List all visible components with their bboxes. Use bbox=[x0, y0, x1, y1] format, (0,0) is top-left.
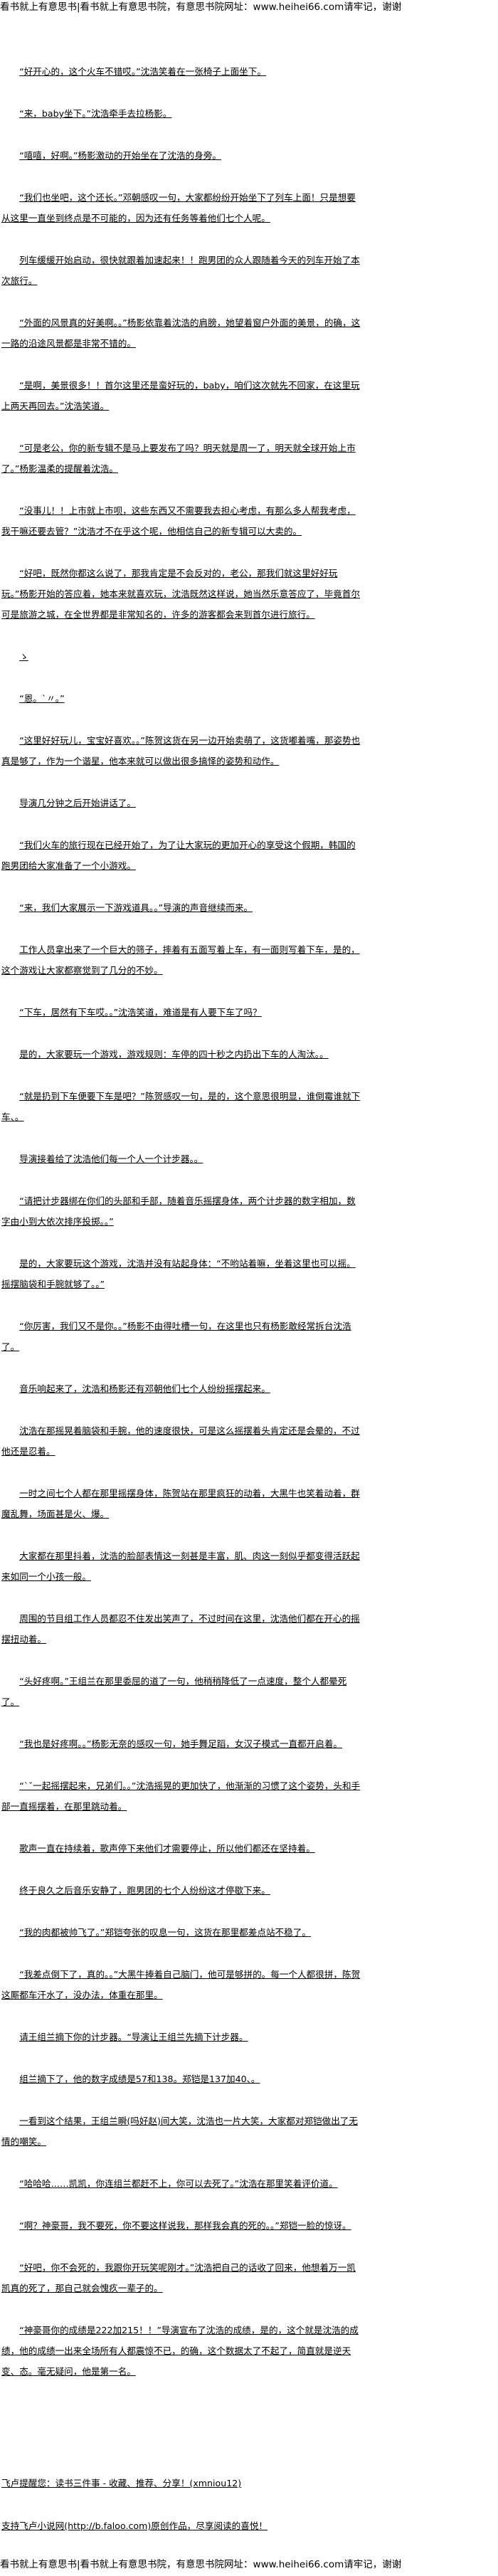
paragraph: 沈浩在那摇晃着脑袋和手腕，他的速度很快，可是这么摇摆着头肯定还是会晕的，不过他还… bbox=[1, 1425, 360, 1457]
paragraph: “好开心的，这个火车不错哎。”沈浩笑着在一张椅子上面坐下。 bbox=[19, 66, 266, 77]
paragraph: “啊？神豪哥，我不要死，你不要这样说我，那样我会真的死的。。”郑铠一脸的惊讶。 bbox=[19, 2220, 351, 2231]
paragraph: 大家都在那里抖着，沈浩的脸部表情这一刻甚是丰富，肌、肉这一刻似乎都变得活跃起来如… bbox=[1, 1551, 360, 1582]
paragraph: “我们也坐吧，这个还长。”邓朝感叹一句，大家都纷纷开始坐下了列车上面！只是想要从… bbox=[1, 192, 356, 223]
reading-reminder: 飞卢提醒您：读书三件事 - 收藏、推荐、分享！(xmniou12) bbox=[1, 2478, 242, 2488]
paragraph: 歌声一直在持续着，歌声停下来他们才需要停止，所以他们都还在坚持着。 bbox=[19, 1843, 315, 1854]
paragraph: “外面的风景真的好美啊。。”杨影依靠着沈浩的肩膀，她望着窗户外面的美景，的确，这… bbox=[1, 317, 361, 349]
site-notice-footer: 看书就上有意思书|看书就上有意思书院，有意思书院网址：www.heihei66.… bbox=[0, 2559, 402, 2570]
chapter-body: “好开心的，这个火车不错哎。”沈浩笑着在一张椅子上面坐下。 “来，baby坐下。… bbox=[1, 61, 361, 2403]
paragraph: 音乐响起来了，沈浩和杨影还有邓朝他们七个人纷纷摇摆起来。 bbox=[19, 1383, 270, 1394]
paragraph: 请王组兰摘下你的计步器。“导演让王组兰先摘下计步器。 bbox=[19, 2032, 248, 2042]
paragraph: “神豪哥你的成绩是222加215！！”导演宣布了沈浩的成绩，是的，这个就是沈浩的… bbox=[1, 2325, 359, 2377]
paragraph: “你厉害，我们又不是你。。”杨影不由得吐槽一句，在这里也只有杨影敢经常拆台沈浩了… bbox=[1, 1321, 351, 1352]
site-notice-header: 看书就上有意思书|看书就上有意思书院，有意思书院网址：www.heihei66.… bbox=[0, 1, 402, 13]
paragraph: “好吧，既然你都这么说了，那我肯定是不会反对的，老公，那我们就这里好好玩玩。”杨… bbox=[1, 568, 360, 620]
paragraph: “来，baby坐下。”沈浩牵手去拉杨影。 bbox=[19, 108, 172, 119]
paragraph: 工作人员拿出来了一个巨大的筛子，摔着有五面写着上车，有一面则写着下车，是的，这个… bbox=[1, 944, 360, 976]
paragraph: “我差点倒下了，真的。。”大黑牛捧着自己脑门，他可是够拼的。每一个人都很拼，陈贺… bbox=[1, 1969, 361, 2000]
paragraph: 是的，大家要玩这个游戏，沈浩并没有站起身体：“不哟站着嘛，坐着这里也可以摇。摇摆… bbox=[1, 1258, 356, 1289]
paragraph: 一时之间七个人都在那里摇摆身体，陈贺站在那里疯狂的动着，大黑牛也笑着动着，群魔乱… bbox=[1, 1488, 360, 1519]
paragraph: “我们火车的旅行现在已经开始了，为了让大家玩的更加开心的享受这个假期，韩国的跑男… bbox=[1, 840, 356, 871]
paragraph: “下车，居然有下车哎。。”沈浩笑道，难道是有人要下车了吗？ bbox=[19, 1007, 262, 1018]
paragraph: 是的，大家要玩一个游戏，游戏规则：车停的四十秒之内扔出下车的人淘汰。。 bbox=[19, 1049, 329, 1060]
paragraph: “哈哈哈……凯凯，你连组兰都赶不上，你可以去死了。”沈浩在那里笑着评价道。 bbox=[19, 2178, 338, 2189]
paragraph: 导演接着给了沈浩他们每一个人一个计步器。。 bbox=[19, 1154, 203, 1164]
paragraph: 组兰摘下了，他的数字成绩是57和138。郑铠是137加40、。 bbox=[19, 2074, 260, 2084]
paragraph: “好吧，你不会死的，我跟你开玩笑呢刚才。”沈浩把自己的话收了回来，他想着万一凯凯… bbox=[1, 2262, 356, 2293]
support-notice: 支持飞卢小说网(http://b.faloo.com)原创作品，尽享阅读的喜悦！ bbox=[1, 2520, 268, 2531]
paragraph: “没事儿！！上市就上市呗，这些东西又不需要我去担心考虑，有那么多人帮我考虑，我干… bbox=[1, 505, 356, 537]
paragraph: “就是扔到下车便要下车是吧？”陈贺感叹一句，是的，这个意思很明显，谁倒霉谁就下车… bbox=[1, 1091, 361, 1122]
paragraph: “头好疼啊。”王组兰在那里委屈的道了一句，他稍稍降低了一点速度，整个人都晕死了。 bbox=[1, 1676, 347, 1707]
paragraph: “ˋˇ一起摇摆起来，兄弟们。。”沈浩摇晃的更加快了，他渐渐的习惯了这个姿势，头和… bbox=[1, 1780, 361, 1812]
paragraph: “这里好好玩儿，宝宝好喜欢。。”陈贺这货在另一边开始卖萌了，这货嘟着嘴，那姿势也… bbox=[1, 735, 361, 766]
paragraph: “嘻嘻，好啊。”杨影激动的开始坐在了沈浩的身旁。 bbox=[19, 150, 221, 161]
paragraph: 导演几分钟之后开始讲话了。 bbox=[19, 798, 136, 808]
paragraph: “可是老公，你的新专辑不是马上要发布了吗？明天就是周一了，明天就全球开始上市了。… bbox=[1, 443, 356, 474]
paragraph: “我也是好疼啊。。”杨影无奈的感叹一句，她手舞足蹈，女汉子模式一直都开启着。 bbox=[19, 1738, 343, 1749]
paragraph: “是啊，美景很多！！首尔这里还是蛮好玩的，baby，咱们这次就先不回家，在这里玩… bbox=[1, 380, 360, 411]
paragraph: 终于良久之后音乐安静了，跑男团的七个人纷纷这才停歇下来。 bbox=[19, 1885, 270, 1896]
paragraph: “请把计步器绑在你们的头部和手部，随着音乐摇摆身体，两个计步器的数字相加，数字由… bbox=[1, 1195, 356, 1227]
paragraph: ゝ bbox=[19, 651, 28, 662]
paragraph: “来，我们大家展示一下游戏道具。。”导演的声音继续而来。 bbox=[19, 902, 253, 913]
paragraph: 一看到这个结果，王组兰瞬(吗好赵)间大笑，沈浩也一片大笑，大家都对郑铠做出了无情… bbox=[1, 2116, 358, 2147]
paragraph: 周围的节目组工作人员都忍不住发出笑声了，不过时间在这里，沈浩他们都在开心的摇摆扭… bbox=[1, 1613, 360, 1645]
paragraph: “我的肉都被帅飞了。”郑铠夸张的叹息一句，这货在那里都差点站不稳了。 bbox=[19, 1927, 311, 1938]
paragraph: 列车缓缓开始启动，很快就跟着加速起来！！跑男团的众人跟随着今天的列车开始了本次旅… bbox=[1, 255, 360, 286]
paragraph: “恩。ˋ〃。” bbox=[19, 693, 65, 704]
